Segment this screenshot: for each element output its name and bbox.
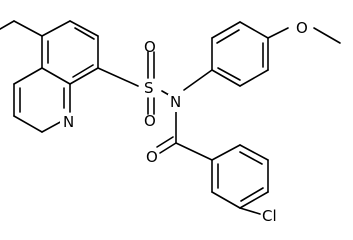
- sulfur-label: S: [144, 79, 154, 97]
- amide-nitrogen-label: N: [170, 93, 181, 111]
- methoxy-oxygen-label: O: [296, 19, 308, 37]
- carbonyl-oxygen-label: O: [146, 148, 158, 166]
- chlorobenzoyl-bonds: [156, 111, 269, 215]
- molecule-structure: N S O O N O O Cl: [0, 19, 341, 225]
- sulfonyl-bonds: [97, 51, 177, 115]
- ring-nitrogen-label: N: [63, 113, 74, 131]
- quinoline-ring-bonds: [0, 20, 99, 133]
- sulfonyl-oxygen-bottom-label: O: [144, 112, 156, 130]
- atom-labels: N S O O N O O Cl: [60, 19, 313, 225]
- chlorine-label: Cl: [262, 207, 277, 225]
- sulfonyl-oxygen-top-label: O: [144, 38, 156, 56]
- methoxyphenyl-bonds: [183, 21, 341, 91]
